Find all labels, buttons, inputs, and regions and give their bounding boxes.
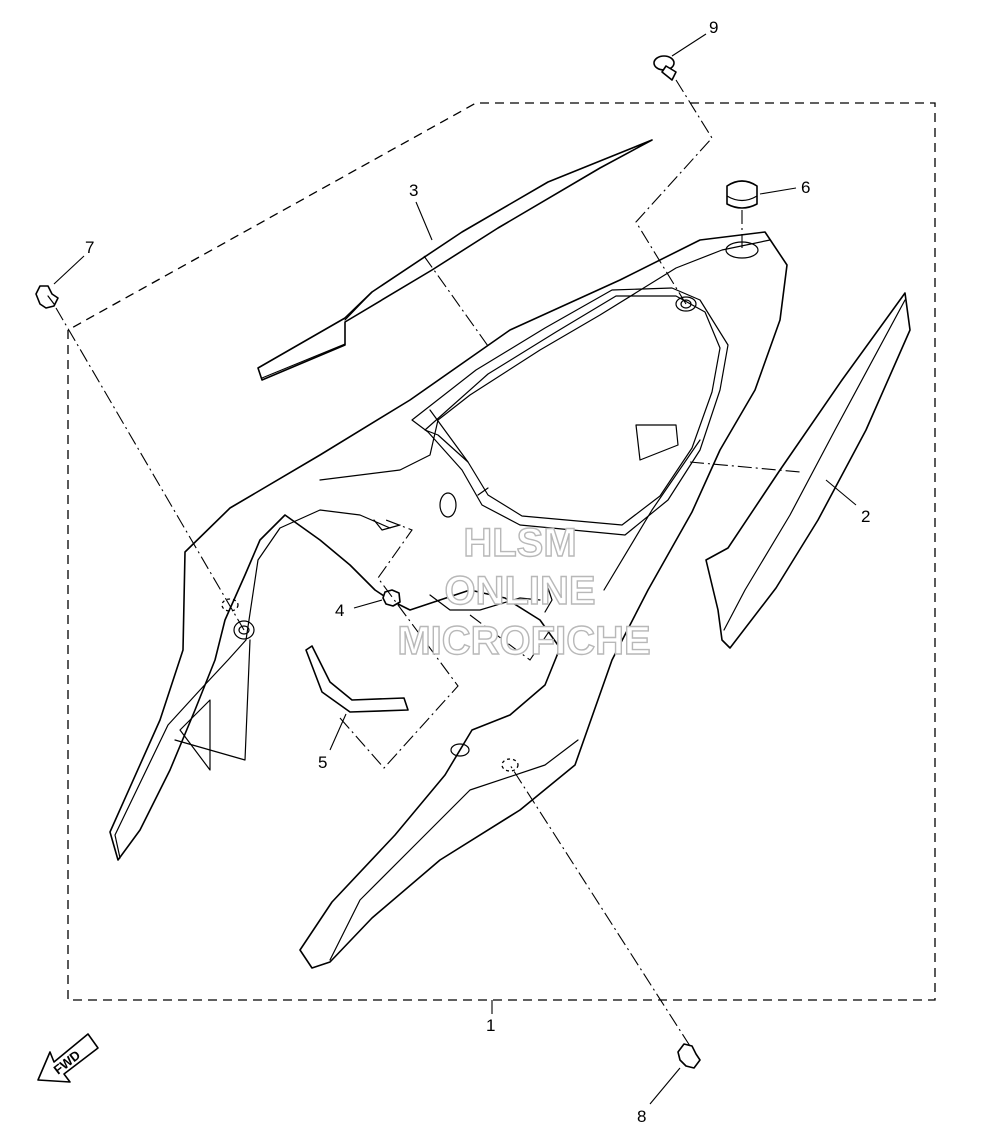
callout-5: 5	[318, 713, 347, 772]
assembly-boundary	[67, 102, 936, 1001]
watermark-line-2: ONLINE	[444, 569, 595, 613]
callout-3-label: 3	[409, 181, 418, 200]
callout-8: 8	[637, 1067, 681, 1126]
watermark: HLSM ONLINE MICROFICHE	[397, 520, 652, 663]
part-7-clip[interactable]	[35, 285, 59, 309]
callout-5-label: 5	[318, 753, 327, 772]
callout-8-label: 8	[637, 1107, 646, 1126]
exploded-lines	[55, 79, 801, 1047]
callout-6-label: 6	[801, 178, 810, 197]
part-6-plug-cap[interactable]	[726, 180, 758, 209]
callout-9: 9	[671, 18, 718, 57]
callout-9-label: 9	[709, 18, 718, 37]
callout-2: 2	[825, 479, 870, 526]
callout-4-label: 4	[335, 601, 344, 620]
watermark-line-3: MICROFICHE	[397, 619, 650, 663]
callout-1-label: 1	[486, 1016, 495, 1035]
callout-4: 4	[335, 599, 383, 620]
part-5-damper[interactable]	[305, 645, 409, 713]
callout-2-label: 2	[861, 507, 870, 526]
part-4-grommet[interactable]	[382, 589, 401, 607]
part-1-rear-cowling[interactable]	[109, 231, 788, 969]
watermark-line-1: HLSM	[463, 521, 576, 565]
fwd-arrow-icon: FWD	[37, 1033, 99, 1083]
part-3-side-cover[interactable]	[257, 139, 653, 381]
callout-7: 7	[53, 238, 94, 285]
part-8-clip[interactable]	[677, 1043, 701, 1069]
part-9-screw[interactable]	[653, 55, 677, 81]
callout-1: 1	[486, 1000, 495, 1035]
callout-7-label: 7	[85, 238, 94, 257]
callout-3: 3	[409, 181, 433, 241]
callout-6: 6	[759, 178, 810, 197]
